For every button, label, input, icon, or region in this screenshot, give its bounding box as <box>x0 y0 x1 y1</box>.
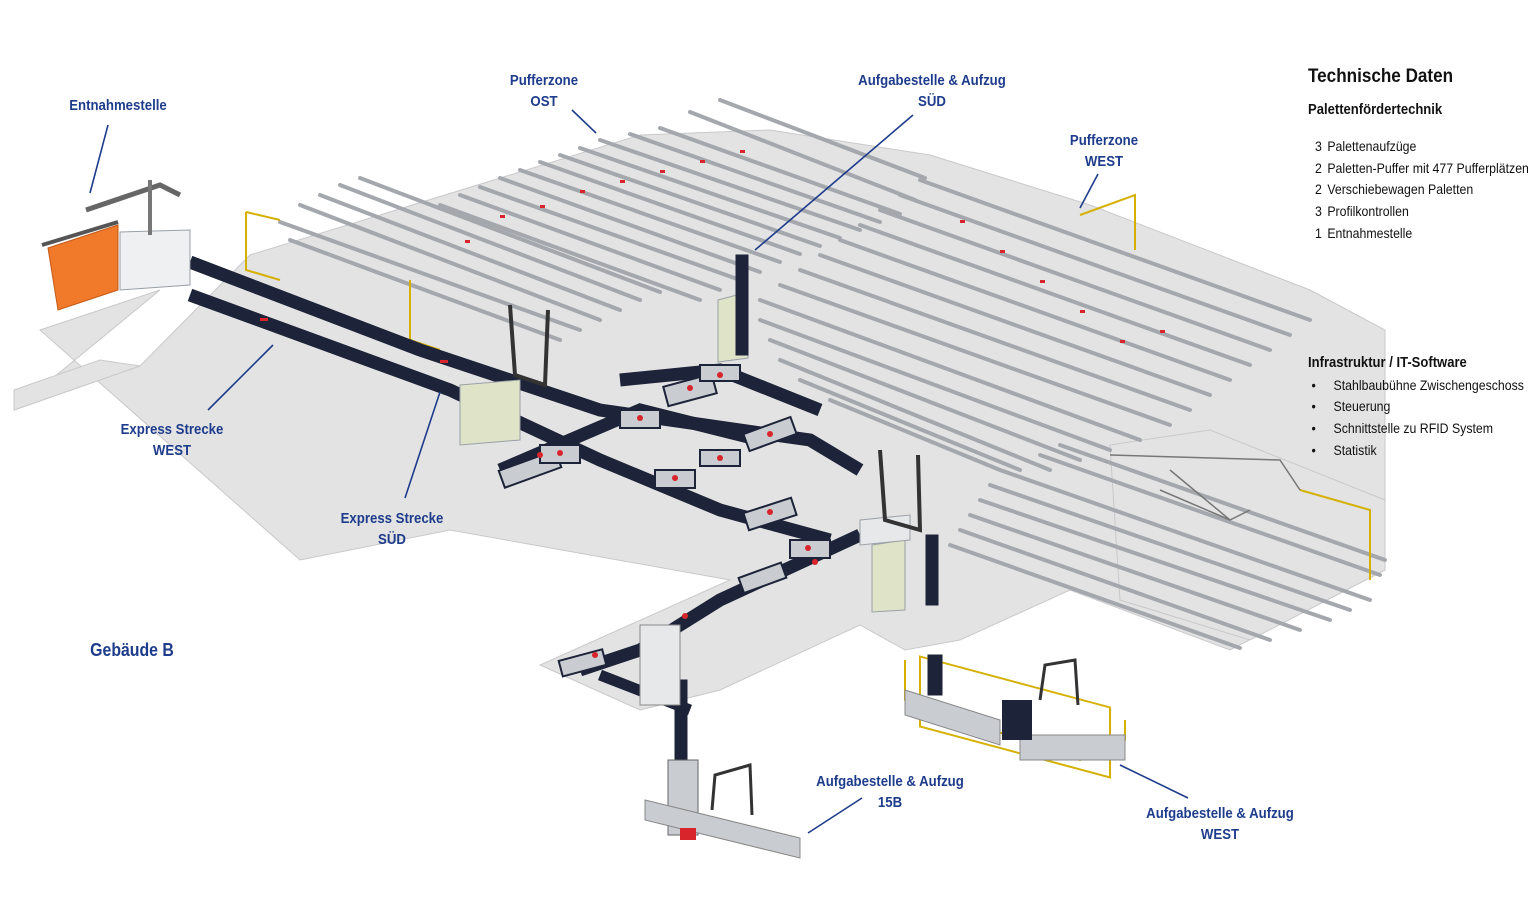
infra-item: Stahlbaubühne Zwischengeschoss <box>1308 375 1528 397</box>
label-entnahmestelle: Entnahmestelle <box>65 95 171 116</box>
label-gebaeude-b-line1: Gebäude B <box>90 640 174 660</box>
tech-item: 3 Palettenaufzüge <box>1315 136 1528 158</box>
label-aufgabe-west-line1: Aufgabestelle & Aufzug <box>1146 805 1294 822</box>
tech-data-panel: Technische Daten Palettenfördertechnik 3… <box>1308 66 1528 461</box>
tech-subtitle: Palettenfördertechnik <box>1308 102 1443 118</box>
label-aufgabe-west: Aufgabestelle & Aufzug WEST <box>1141 803 1299 845</box>
label-express-west: Express Strecke WEST <box>119 419 225 461</box>
label-aufgabe-sued-line1: Aufgabestelle & Aufzug <box>858 72 1006 89</box>
tech-item-count: 3 <box>1315 203 1322 220</box>
tech-item: 3 Profilkontrollen <box>1315 201 1528 223</box>
exit-station <box>41 180 182 311</box>
tech-item-count: 1 <box>1315 224 1322 241</box>
rack-markers <box>465 150 1165 343</box>
label-express-sued-line2: SÜD <box>378 531 406 548</box>
tech-list: 3 Palettenaufzüge 2 Paletten-Puffer mit 47… <box>1315 136 1528 245</box>
tech-item-text: Palettenaufzüge <box>1327 138 1417 154</box>
label-entnahmestelle-line1: Entnahmestelle <box>69 97 167 114</box>
label-pufferzone-west-line1: Pufferzone <box>1069 132 1139 149</box>
tech-item-text: Profilkontrollen <box>1327 203 1409 220</box>
label-pufferzone-ost-line2: OST <box>530 93 558 110</box>
station-west <box>904 689 1126 761</box>
tech-item: 2 Verschiebewagen Paletten <box>1315 179 1528 201</box>
label-aufgabe-sued: Aufgabestelle & Aufzug SÜD <box>853 70 1011 112</box>
label-pufferzone-ost: Pufferzone OST <box>491 70 597 112</box>
label-aufgabe-sued-line2: SÜD <box>918 93 946 110</box>
tech-item-text: Verschiebewagen Paletten <box>1327 181 1474 198</box>
label-aufgabe-15b-line1: Aufgabestelle & Aufzug <box>816 773 964 790</box>
label-express-west-line2: WEST <box>152 442 192 459</box>
infra-item: Statistik <box>1308 440 1528 462</box>
label-aufgabe-15b: Aufgabestelle & Aufzug 15B <box>811 771 969 813</box>
label-pufferzone-west: Pufferzone WEST <box>1051 130 1157 172</box>
rack-zone-west <box>758 178 1387 650</box>
tech-item-text: Entnahmestelle <box>1327 224 1413 241</box>
infra-item: Schnittstelle zu RFID System <box>1308 418 1528 440</box>
infra-list: Stahlbaubühne Zwischengeschoss Steuerung… <box>1308 375 1528 462</box>
mezzanine-stairs <box>1109 454 1301 521</box>
rack-zone-ost <box>278 98 927 342</box>
label-aufgabe-15b-line2: 15B <box>877 794 903 811</box>
label-pufferzone-west-line2: WEST <box>1084 153 1124 170</box>
control-cabinets <box>119 229 911 613</box>
label-aufgabe-west-line2: WEST <box>1200 826 1240 843</box>
tech-item: 1 Entnahmestelle <box>1315 223 1528 245</box>
tech-item-count: 3 <box>1315 138 1322 154</box>
station-15b <box>644 799 801 859</box>
tech-item-count: 2 <box>1315 159 1322 176</box>
tech-item: 2 Paletten-Puffer mit 477 Pufferplätzen <box>1315 158 1528 180</box>
label-pufferzone-ost-line1: Pufferzone <box>509 72 579 89</box>
infra-item: Steuerung <box>1308 396 1528 418</box>
station-markers <box>260 318 818 683</box>
label-express-sued-line1: Express Strecke <box>340 510 444 527</box>
tech-title: Technische Daten <box>1308 66 1454 87</box>
label-gebaeude-b: Gebäude B <box>79 640 185 661</box>
tech-item-count: 2 <box>1315 181 1322 198</box>
label-express-sued: Express Strecke SÜD <box>339 508 445 550</box>
tech-item-text: Paletten-Puffer mit 477 Pufferplätzen <box>1327 159 1528 176</box>
lift-towers <box>508 254 1080 836</box>
infra-title: Infrastruktur / IT-Software <box>1308 354 1467 371</box>
label-express-west-line1: Express Strecke <box>120 421 224 438</box>
leader-lines <box>89 109 1189 834</box>
